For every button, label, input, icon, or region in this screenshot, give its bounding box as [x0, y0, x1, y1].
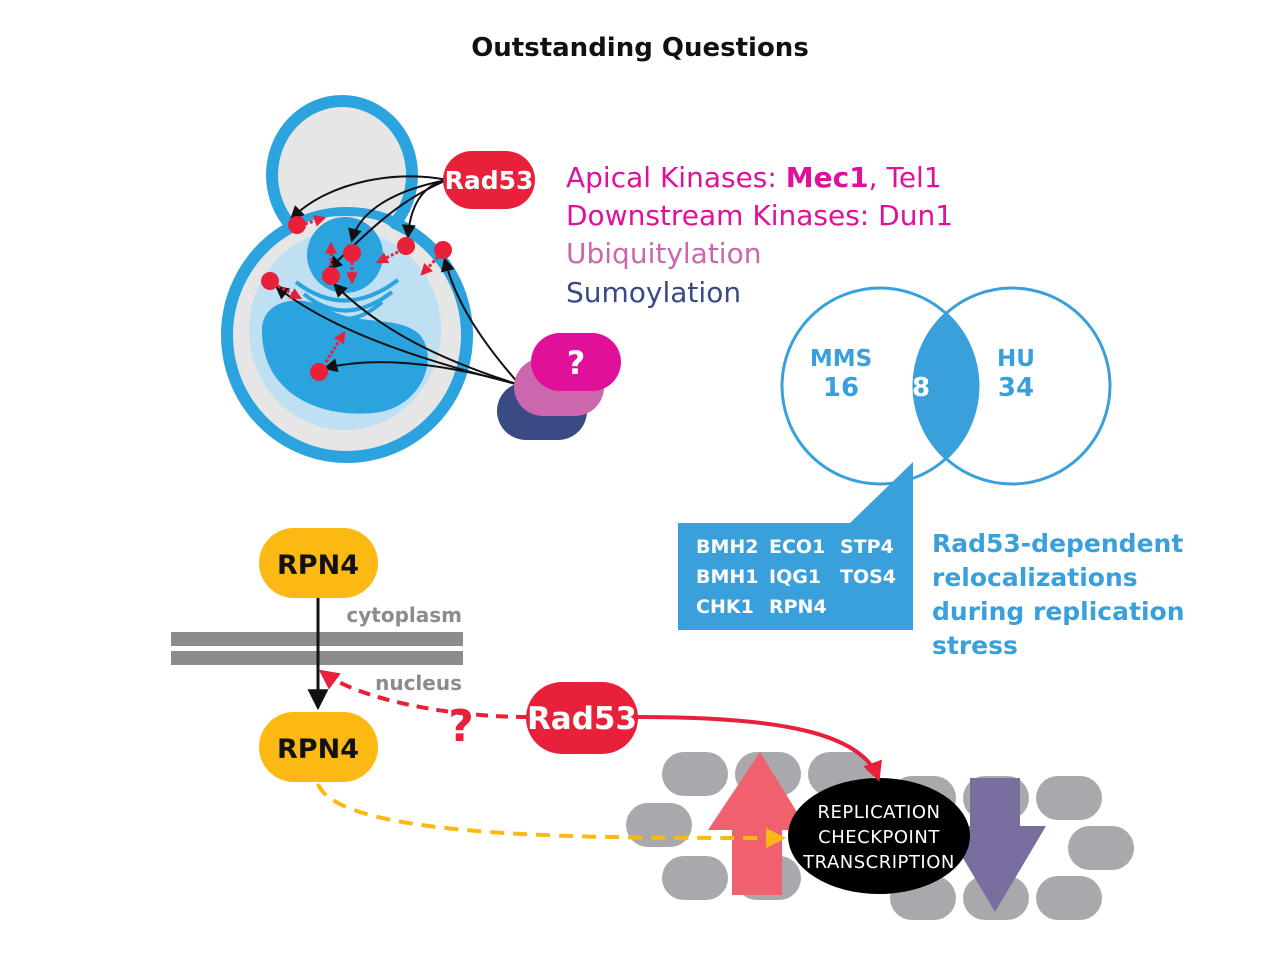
rad53-pill-top: Rad53	[443, 151, 535, 209]
ubiquitylation-line: Ubiquitylation	[566, 237, 761, 270]
kinase-pill	[531, 333, 621, 391]
checkpoint-line: CHECKPOINT	[818, 827, 940, 848]
rad53-pill-bottom: Rad53	[526, 682, 638, 754]
gene-name: STP4	[840, 536, 894, 558]
gene-callout: BMH2 ECO1 STP4 BMH1 IQG1 TOS4 CHK1 RPN4	[678, 462, 913, 630]
gene-name: BMH2	[696, 536, 759, 558]
nucleosome	[1068, 826, 1134, 870]
venn-overlap	[914, 288, 978, 484]
rpn4-label: RPN4	[277, 550, 359, 581]
arrow-to-er-target-2	[333, 283, 521, 386]
rad53-to-import-arrow	[318, 669, 529, 719]
gene-name: BMH1	[696, 566, 759, 588]
gene-name: ECO1	[769, 536, 825, 558]
venn-label-hu: HU	[997, 346, 1035, 372]
modifier-target-arrows	[274, 257, 521, 386]
upregulation-arrow	[708, 752, 808, 895]
gene-name: TOS4	[840, 566, 896, 588]
nucleosome	[626, 803, 692, 847]
rad53-to-transcription-arrow	[636, 715, 882, 782]
rpn4-pill-nucleus: RPN4	[259, 712, 378, 782]
cytoplasm-label: cytoplasm	[346, 603, 462, 627]
venn-circle-hu	[912, 286, 1112, 486]
venn-circle-mms	[780, 286, 980, 486]
description-line: Rad53-dependent	[932, 529, 1183, 558]
modification-legend: Apical Kinases: Mec1, Tel1 Downstream Ki…	[566, 161, 953, 309]
er-arc	[294, 278, 400, 303]
relocalization-description: Rad53-dependent relocalizations during r…	[932, 529, 1185, 660]
description-line: relocalizations	[932, 563, 1138, 592]
modifier-stack: ?	[497, 333, 621, 440]
import-question-mark: ?	[448, 701, 474, 752]
venn-count-mms: 16	[823, 373, 859, 403]
gene-name: CHK1	[696, 596, 754, 618]
apical-kinases-line: Apical Kinases: Mec1, Tel1	[566, 161, 942, 194]
checkpoint-line: REPLICATION	[818, 802, 941, 823]
venn-label-mms: MMS	[810, 346, 872, 372]
arrow-to-vacuole-target	[323, 358, 521, 386]
protein-dot	[375, 237, 415, 264]
figure-title: Outstanding Questions	[471, 33, 809, 63]
gene-name: RPN4	[769, 596, 827, 618]
gene-name: IQG1	[769, 566, 821, 588]
rpn4-pill-cytoplasm: RPN4	[259, 528, 378, 598]
downstream-kinases-line: Downstream Kinases: Dun1	[566, 199, 953, 232]
rpn4-to-transcription-arrow	[316, 783, 786, 849]
unknown-modifier-question: ?	[567, 344, 586, 382]
rad53-label: Rad53	[527, 701, 637, 737]
vacuole	[262, 300, 428, 414]
arrow-to-nucleus-target	[348, 179, 448, 243]
sumoylation-line: Sumoylation	[566, 276, 741, 309]
protein-dot	[420, 241, 452, 276]
checkpoint-line: TRANSCRIPTION	[802, 852, 955, 873]
venn-count-overlap: 8	[912, 373, 930, 403]
protein-dot	[310, 330, 346, 381]
downregulation-arrow	[944, 778, 1046, 912]
gene-callout-box	[678, 462, 913, 630]
arrow-to-bud-target	[290, 175, 448, 220]
arrow-to-membrane-target	[401, 179, 448, 239]
description-line: stress	[932, 631, 1018, 660]
protein-dot	[322, 241, 340, 285]
checkpoint-transcription: REPLICATION CHECKPOINT TRANSCRIPTION	[788, 778, 970, 894]
nucleus-label: nucleus	[375, 671, 462, 695]
arrow-to-cortex-target	[440, 257, 521, 386]
nucleosome	[1036, 776, 1102, 820]
protein-dot	[261, 272, 303, 300]
protein-dot	[343, 244, 361, 285]
rpn4-label: RPN4	[277, 734, 359, 765]
er-arc	[302, 290, 394, 313]
nucleosome	[1036, 876, 1102, 920]
protein-dot	[288, 215, 327, 234]
relocalizing-proteins	[261, 215, 452, 381]
description-line: during replication	[932, 597, 1185, 626]
rad53-label: Rad53	[445, 166, 534, 195]
venn-diagram: MMS 16 8 HU 34	[780, 286, 1112, 486]
nucleosome	[662, 856, 728, 900]
nucleosome	[662, 752, 728, 796]
er-arc	[310, 300, 384, 321]
venn-count-hu: 34	[998, 373, 1034, 403]
